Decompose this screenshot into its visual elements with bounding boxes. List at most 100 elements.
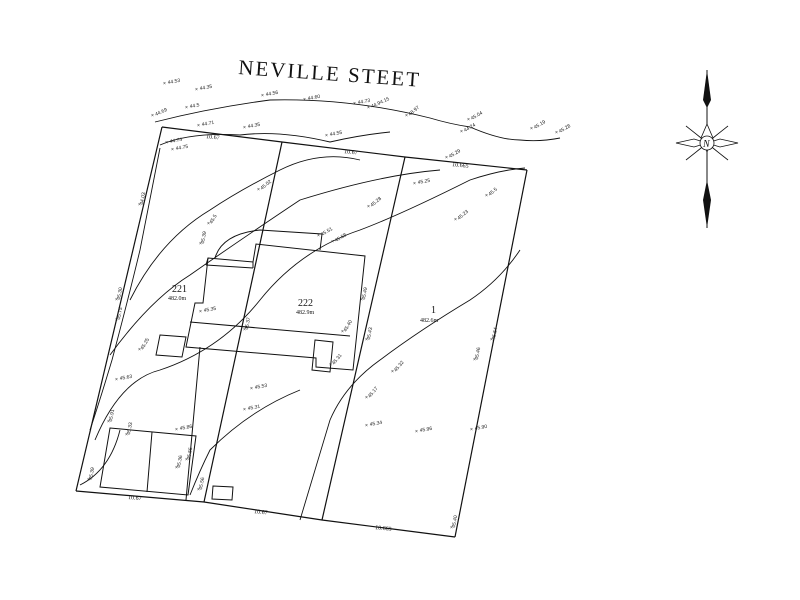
spot-level-marker: × [365,395,368,401]
spot-level-label: 45.34 [369,420,383,428]
spot-level-label: 44.35 [199,84,213,92]
spot-level-label: 45.5 [487,187,498,198]
spot-level-label: 45.51 [320,226,334,238]
spot-level-label: 45.86 [179,424,193,432]
spot-level-marker: × [165,140,168,146]
spot-level-marker: × [138,202,141,208]
spot-level-marker: × [341,329,344,335]
spot-level-label: 45.35 [203,306,217,314]
lot-area: 482.9m [296,310,315,316]
spot-level-marker: × [115,317,118,323]
contour-line [189,389,301,496]
spot-level-marker: × [185,457,188,463]
spot-level-marker: × [257,187,260,193]
contour-line [159,131,391,146]
street-name-label: NEVILLE STEET [238,55,422,92]
spot-level-marker: × [207,221,210,227]
spot-level-marker: × [175,465,178,471]
spot-level-marker: × [250,386,253,392]
spot-level-marker: × [151,113,154,119]
spot-level-label: 45.02 [259,179,273,192]
contour-line [129,156,361,301]
boundary-dimensions: 10.67 10.67 10.665 10.67 10.67 10.665 [128,134,469,533]
spot-level-label: 45.31 [331,353,344,367]
spot-level-marker: × [317,233,320,239]
spot-level-marker: × [303,97,306,103]
spot-level-label: 45.96 [419,426,433,434]
spot-level-marker: × [454,217,457,223]
lot-labels: 221 482.0m 222 482.9m 1 482.6m [168,284,439,324]
spot-level-label: 44.35 [247,122,261,130]
lot-number: 221 [172,284,187,295]
contour-line [89,147,161,431]
spot-level-marker: × [367,204,370,210]
spot-level-label: 44.74 [169,137,183,145]
spot-level-label: 45.90 [474,424,488,432]
spot-level-marker: × [353,101,356,107]
spot-level-label: 45.55 [186,447,194,461]
dwelling-wall [205,264,254,269]
spot-level-label: 45.04 [470,110,484,122]
spot-level-label: 45.43 [366,327,374,341]
spot-level-marker: × [243,125,246,131]
dwelling-wall [189,321,351,337]
spot-level-marker: × [325,133,328,139]
spot-level-label: 45.19 [533,119,547,131]
spot-level-label: 45.49 [361,287,369,301]
shed-outline [155,334,187,358]
spot-level-marker: × [470,427,473,433]
spot-level-label: 44.69 [154,107,168,118]
spot-level-label: 45.23 [456,209,470,222]
spot-level-marker: × [87,477,90,483]
contour-line [154,99,471,128]
spot-level-marker: × [243,327,246,333]
spot-level-label: 45.31 [247,404,261,412]
spot-level-marker: × [329,362,332,368]
right-boundary [454,169,528,538]
spot-level-marker: × [243,407,246,413]
spot-level-label: 44.73 [357,98,371,106]
spot-level-marker: × [125,432,128,438]
spot-level-label: 45.25 [417,178,431,186]
spot-level-label: 45.91 [108,409,116,423]
boundary-222-1 [321,156,406,521]
contour-line [469,126,561,142]
lot-area: 482.6m [420,318,439,324]
porch-outline [311,339,334,373]
spot-level-marker: × [199,309,202,315]
spot-level-label: 45.54 [491,327,499,341]
dimension-label: 10.67 [344,149,358,157]
spot-level-marker: × [171,147,174,153]
rear-boundary [75,490,456,538]
spot-level-marker: × [460,129,463,135]
spot-level-label: 45.36 [176,455,184,469]
spot-level-label: 45.40 [343,319,355,333]
spot-level-marker: × [185,105,188,111]
spot-level-marker: × [530,126,533,132]
main-dwelling-outline [185,243,366,371]
spot-level-label: 45.32 [393,360,406,374]
spot-level-label: 45.39 [200,231,208,245]
spot-level-label: 45.46 [474,347,482,361]
contour-line [109,169,441,356]
lot-number: 222 [298,298,313,309]
spot-level-label: 45.58 [334,232,348,244]
spot-level-marker: × [197,487,200,493]
spot-level-label: 45.75 [116,307,124,321]
spot-level-marker: × [261,93,264,99]
spot-level-label: 45.28 [369,196,383,209]
spot-level-label: 44.03 [139,192,147,206]
boundary-221-222 [203,141,283,503]
spot-level-label: 45.33 [126,422,134,436]
spot-level-label: 44.53 [167,78,181,86]
spot-level-label: 44.71 [201,120,215,128]
spot-level-label: 44.24 [463,122,477,134]
spot-level-marker: × [413,181,416,187]
left-boundary [75,126,163,492]
spot-level-marker: × [445,155,448,161]
spot-level-label: 45.5 [209,213,219,225]
spot-level-label: 45.30 [116,287,124,301]
garden-box [211,485,234,501]
spot-level-marker: × [107,419,110,425]
